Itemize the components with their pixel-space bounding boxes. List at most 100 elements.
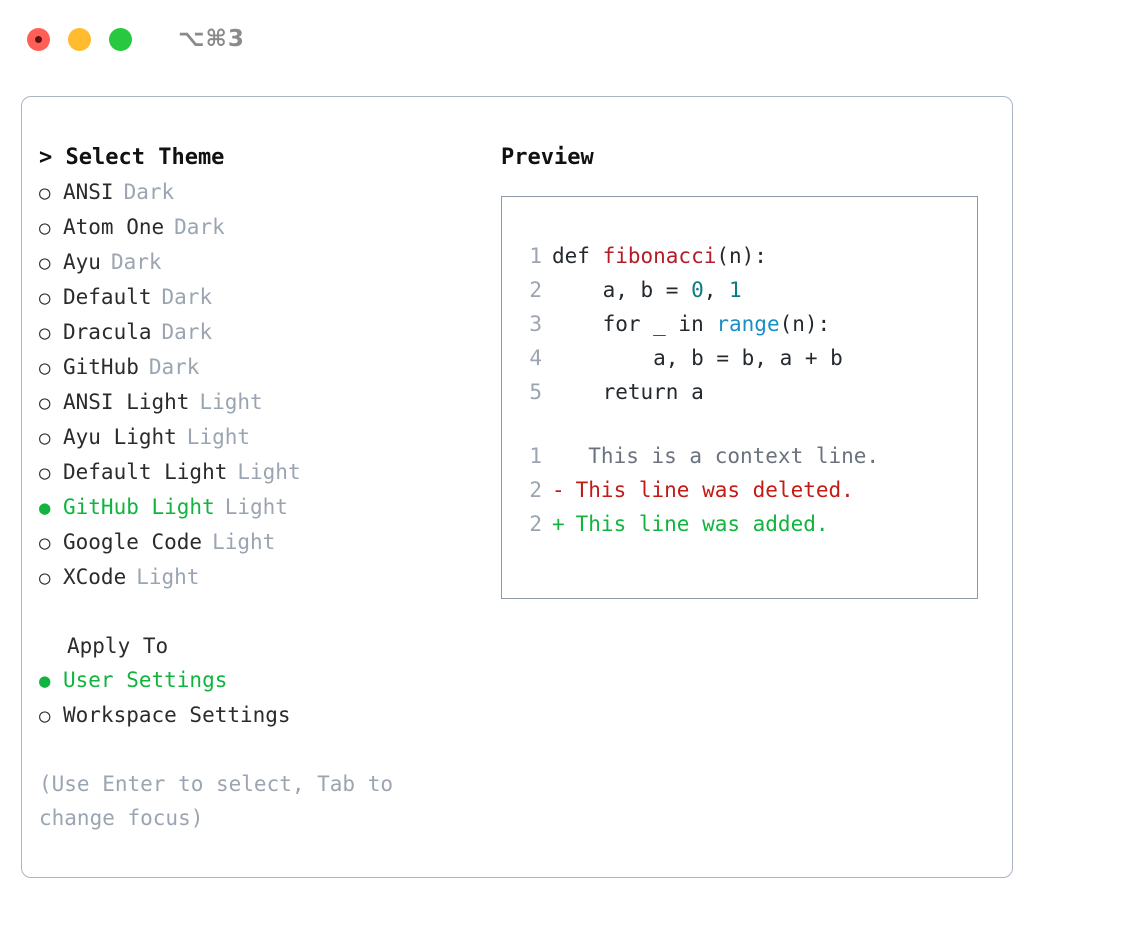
close-button-icon[interactable] <box>27 27 50 51</box>
diff-marker-icon <box>552 439 563 473</box>
apply-to-option[interactable]: ○ Workspace Settings <box>39 698 501 733</box>
theme-category-tag: Light <box>199 390 263 414</box>
diff-sample: 1 This is a context line.2- This line wa… <box>520 439 977 541</box>
theme-name-label: Default Light <box>63 460 228 484</box>
diff-marker-icon: + <box>552 512 565 536</box>
select-theme-heading: > Select Theme <box>39 145 225 170</box>
code-token-text: (n): <box>716 244 767 268</box>
theme-category-tag: Light <box>136 565 200 589</box>
code-token-text: a, b = <box>552 278 692 302</box>
theme-category-tag: Light <box>224 495 288 519</box>
theme-list-item[interactable]: ○ Default Light Light <box>39 455 501 490</box>
theme-list-item[interactable]: ○ ANSI Light Light <box>39 385 501 420</box>
code-token-text: (n): <box>779 312 831 336</box>
code-line: 2 a, b = 0, 1 <box>520 273 977 307</box>
radio-unselected-icon: ○ <box>39 287 51 309</box>
radio-unselected-icon: ○ <box>39 322 51 344</box>
radio-unselected-icon: ○ <box>39 567 51 589</box>
theme-category-tag: Dark <box>110 250 162 274</box>
code-line: 5 return a <box>520 375 977 409</box>
keyboard-shortcut-label: ⌥⌘3 <box>178 26 245 52</box>
theme-category-tag: Light <box>237 460 301 484</box>
preview-heading: Preview <box>501 145 594 170</box>
radio-unselected-icon: ○ <box>39 182 51 204</box>
radio-unselected-icon: ○ <box>39 705 51 727</box>
theme-list-item[interactable]: ○ XCode Light <box>39 560 501 595</box>
theme-category-tag: Light <box>186 425 251 449</box>
diff-line-ctx: 1 This is a context line. <box>520 439 977 473</box>
theme-name-label: Atom One <box>63 215 165 239</box>
theme-name-label: XCode <box>63 565 127 589</box>
keyboard-hint: (Use Enter to select, Tab to change focu… <box>39 772 394 830</box>
theme-name-label: Default <box>63 285 152 309</box>
code-line-number: 3 <box>529 312 542 336</box>
radio-unselected-icon: ○ <box>39 392 51 414</box>
code-line-number: 5 <box>529 380 542 404</box>
list-spacer <box>39 595 501 629</box>
code-token-number: 1 <box>729 278 742 302</box>
radio-selected-icon: ● <box>39 670 51 692</box>
diff-line-text: This is a context line. <box>563 444 880 468</box>
code-line: 4 a, b = b, a + b <box>520 341 977 375</box>
theme-name-label: Google Code <box>63 530 203 554</box>
diff-line-text: This line was deleted. <box>563 478 854 502</box>
diff-marker-icon: - <box>552 478 565 502</box>
code-token-text: , <box>703 278 730 302</box>
code-line-number: 2 <box>529 278 542 302</box>
apply-to-label: Workspace Settings <box>63 703 291 727</box>
apply-to-option[interactable]: ● User Settings <box>39 663 501 698</box>
theme-category-tag: Dark <box>174 215 225 239</box>
code-token-function: fibonacci <box>602 244 717 268</box>
radio-unselected-icon: ○ <box>39 217 51 239</box>
apply-to-heading: Apply To <box>67 634 169 658</box>
diff-line-number: 2 <box>529 478 542 502</box>
diff-line-del: 2- This line was deleted. <box>520 473 977 507</box>
theme-category-tag: Light <box>212 530 276 554</box>
theme-category-tag: Dark <box>123 180 175 204</box>
titlebar: ⌥⌘3 <box>0 0 1140 78</box>
theme-name-label: ANSI <box>63 180 114 204</box>
code-token-text: return a <box>552 380 704 404</box>
radio-unselected-icon: ○ <box>39 252 51 274</box>
zoom-button-icon[interactable] <box>109 27 132 51</box>
apply-to-list[interactable]: ● User Settings ○ Workspace Settings <box>39 663 501 733</box>
apply-to-label: User Settings <box>63 668 228 692</box>
diff-line-number: 1 <box>529 444 542 468</box>
radio-unselected-icon: ○ <box>39 462 51 484</box>
radio-unselected-icon: ○ <box>39 532 51 554</box>
theme-name-label: ANSI Light <box>63 390 190 414</box>
theme-list-item[interactable]: ○ Google Code Light <box>39 525 501 560</box>
diff-line-number: 2 <box>529 512 542 536</box>
window-controls <box>27 27 132 51</box>
diff-line-add: 2 + This line was added. <box>520 507 977 541</box>
code-token-text: a, b = b, a + b <box>552 346 843 370</box>
diff-line-text: This line was added. <box>563 512 829 536</box>
theme-list-item[interactable]: ○ ANSI Dark <box>39 175 501 210</box>
theme-name-label: Ayu Light <box>63 425 177 449</box>
minimize-button-icon[interactable] <box>68 27 91 51</box>
theme-name-label: GitHub Light <box>63 495 215 519</box>
theme-list-item[interactable]: ○ Atom One Dark <box>39 210 501 245</box>
diff-spacer <box>520 409 977 439</box>
theme-category-tag: Dark <box>161 320 213 344</box>
code-token-number: 0 <box>691 278 704 302</box>
code-token-text: for _ in <box>552 312 717 336</box>
code-line-number: 4 <box>529 346 542 370</box>
radio-unselected-icon: ○ <box>39 357 51 379</box>
code-line: 3 for _ in range(n): <box>520 307 977 341</box>
code-token-call: range <box>716 312 780 336</box>
